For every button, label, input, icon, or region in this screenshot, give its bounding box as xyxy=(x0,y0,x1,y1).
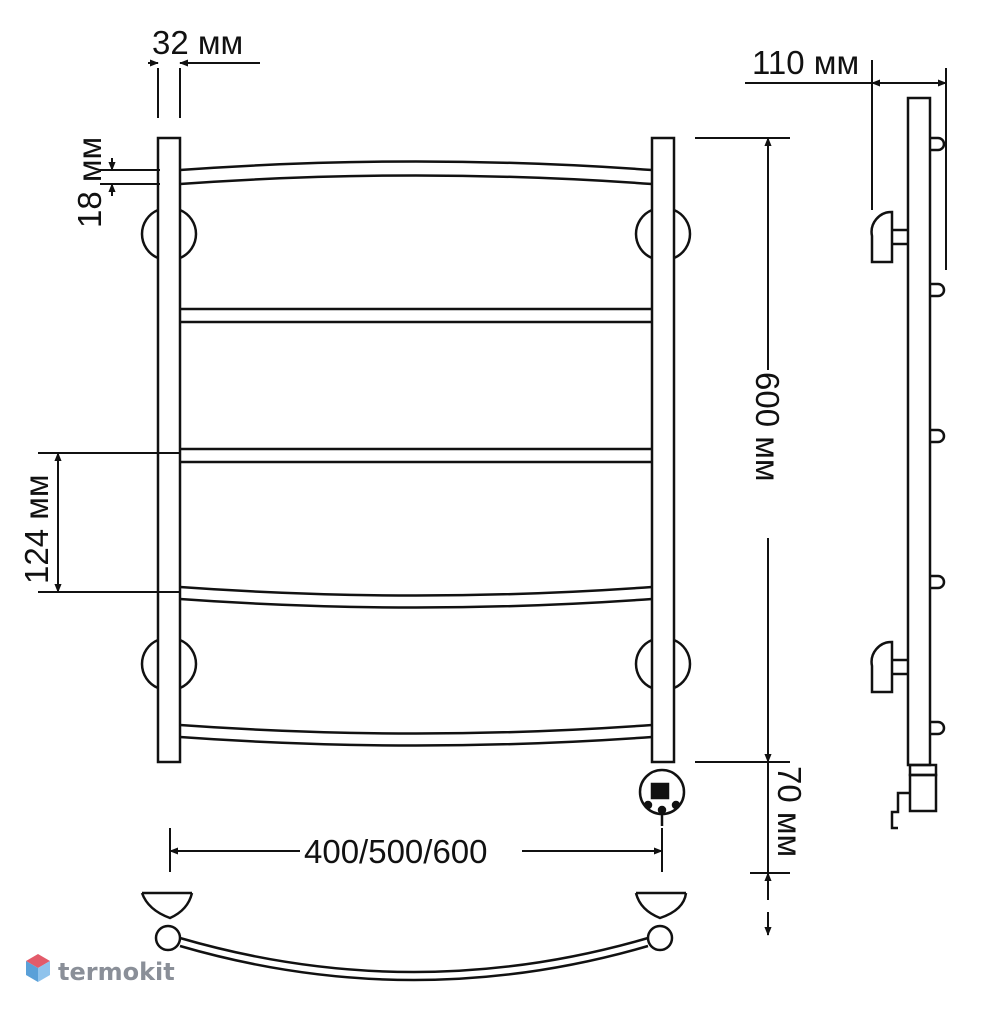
width-label: 400/500/600 xyxy=(304,833,488,870)
side-view xyxy=(870,96,946,830)
pipe-width-label: 32 мм xyxy=(152,24,243,61)
dimension-lines xyxy=(38,59,947,936)
top-rail xyxy=(179,160,653,186)
top-view xyxy=(140,891,688,982)
front-view xyxy=(140,136,692,826)
rail-spacing-label: 124 мм xyxy=(18,474,55,584)
curved-rail-3 xyxy=(179,585,653,609)
heating-element xyxy=(638,768,686,826)
curved-rail-4 xyxy=(179,723,653,747)
wall-mounts xyxy=(140,208,692,690)
hexagon-logo-icon xyxy=(26,954,50,982)
straight-rails xyxy=(180,307,652,464)
termokit-logo: termokit xyxy=(26,954,175,986)
depth-label: 110 мм xyxy=(752,44,859,81)
right-pipe xyxy=(650,136,676,764)
brand-name: termokit xyxy=(58,958,175,986)
rail-thickness-label: 18 мм xyxy=(71,137,108,228)
height-label: 600 мм xyxy=(749,372,786,482)
left-pipe xyxy=(156,136,182,764)
bottom-offset-label: 70 мм xyxy=(771,766,808,857)
